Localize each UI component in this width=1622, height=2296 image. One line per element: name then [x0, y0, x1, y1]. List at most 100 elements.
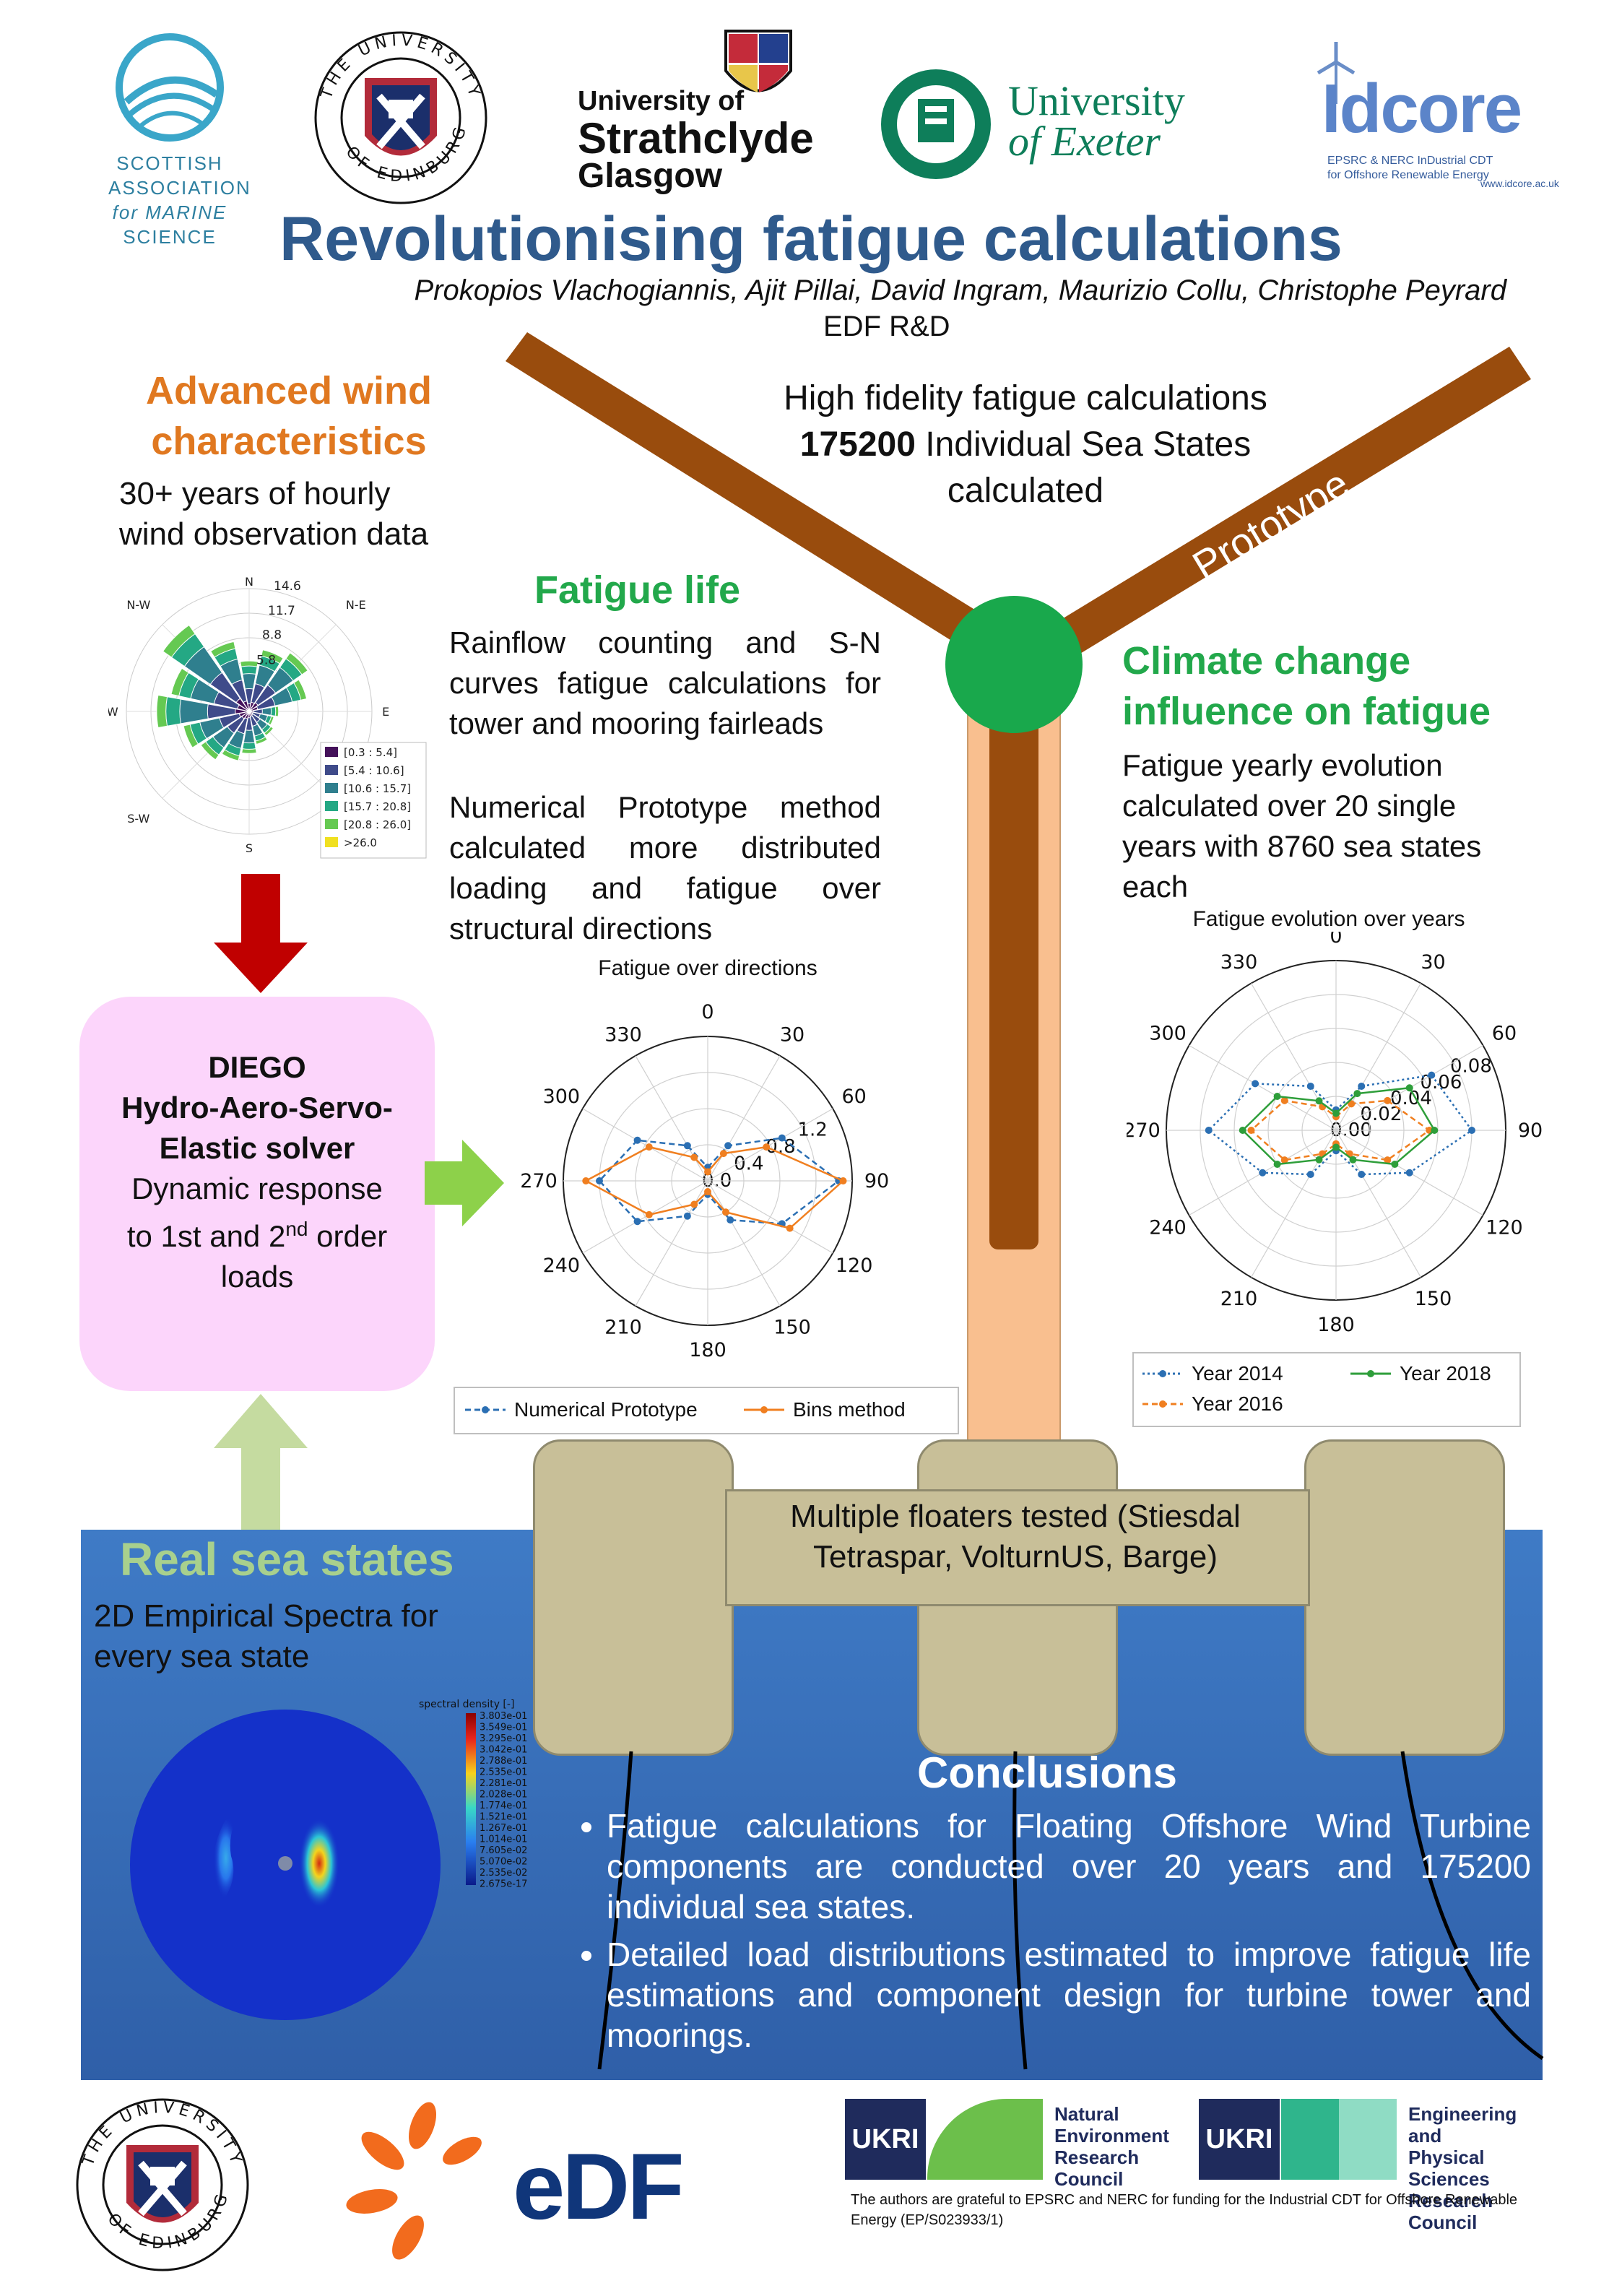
- polar-angle-label: 30: [1421, 951, 1445, 974]
- poster-title: Revolutionising fatigue calculations: [279, 204, 1343, 274]
- rose-legend-label: [5.4 : 10.6]: [344, 764, 404, 777]
- polar-angle-label: 60: [841, 1086, 866, 1108]
- diego-text: to 1st and 2nd order: [79, 1209, 435, 1257]
- polar-series-point: [719, 1150, 727, 1158]
- rose-legend-swatch: [325, 783, 338, 793]
- edinburgh-crest-icon: THE UNIVERSITY OF EDINBURGH: [64, 2081, 249, 2271]
- colorbar-tick: 1.014e-01: [480, 1834, 527, 1845]
- polar-series-point: [1239, 1127, 1246, 1134]
- polar-series-point: [1405, 1084, 1413, 1092]
- polar-series-point: [633, 1136, 641, 1144]
- nerc-text: Natural Environment Research Council: [1054, 2103, 1184, 2190]
- chart-title-directions: Fatigue over directions: [598, 956, 817, 980]
- rose-wedge: [243, 700, 250, 712]
- sams-line: for MARINE: [112, 202, 227, 223]
- spectrum-peak-primary: [299, 1819, 339, 1908]
- polar-angle-label: 30: [780, 1023, 805, 1046]
- polar-series-point: [1306, 1171, 1314, 1179]
- floaters-line: Multiple floaters tested (Stiesdal: [790, 1499, 1241, 1534]
- floater-crossbar: [725, 1489, 1310, 1606]
- floaters-text: Multiple floaters tested (Stiesdal Tetra…: [725, 1496, 1306, 1577]
- ukri-mark: UKRI: [845, 2099, 926, 2180]
- legend-swatch-blue: [1142, 1370, 1183, 1377]
- polar-angle-label: 90: [864, 1170, 889, 1192]
- colorbar-tick: 5.070e-02: [480, 1857, 527, 1868]
- floater-left: [533, 1439, 734, 1756]
- rose-direction-label: W: [108, 705, 118, 719]
- polar-series-point: [763, 1143, 771, 1151]
- rose-radial-tick: 14.6: [274, 579, 301, 594]
- diego-text-part: to 1st and 2: [126, 1219, 286, 1253]
- spectrum-center-dot: [278, 1856, 292, 1871]
- polar-angle-label: 0: [701, 1001, 714, 1023]
- polar-series-point: [1273, 1093, 1281, 1100]
- epsrc-line: Research Council: [1408, 2190, 1493, 2233]
- legend-item: Numerical Prototype: [465, 1398, 698, 1421]
- legend-swatch-green: [1350, 1370, 1391, 1377]
- sea-text-line: every sea state: [94, 1639, 310, 1674]
- center-line2: 175200 Individual Sea States: [729, 422, 1322, 468]
- idcore-sub: EPSRC & NERC InDustrial CDT: [1327, 155, 1493, 167]
- polar-series-point: [1247, 1127, 1255, 1134]
- polar-angle-label: 0: [1330, 932, 1342, 948]
- edf-flower-icon: [346, 2102, 482, 2260]
- legend-item: Bins method: [744, 1398, 906, 1421]
- polar-series-point: [1306, 1082, 1314, 1090]
- polar-radial-tick: 0.02: [1360, 1104, 1402, 1125]
- polar-grid-spoke: [1189, 1044, 1337, 1131]
- conclusion-item: Fatigue calculations for Floating Offsho…: [607, 1806, 1531, 1927]
- idcore-logo: Idcore EPSRC & NERC InDustrial CDT for O…: [1271, 40, 1560, 192]
- conclusions-title: Conclusions: [916, 1749, 1178, 1797]
- floaters-line: Tetraspar, VolturnUS, Barge): [812, 1539, 1218, 1574]
- wind-turbine-icon: [1317, 42, 1356, 104]
- rose-wedge: [235, 698, 250, 712]
- legend-label: Numerical Prototype: [514, 1398, 698, 1421]
- polar-series-point: [704, 1188, 711, 1195]
- rose-legend-swatch: [325, 765, 338, 775]
- polar-grid-spoke: [707, 1180, 833, 1254]
- strathclyde-line: Glasgow: [578, 157, 723, 195]
- polar-angle-label: 240: [1149, 1217, 1187, 1239]
- center-line1: High fidelity fatigue calculations: [784, 379, 1267, 417]
- funding-acknowledgement: The authors are grateful to EPSRC and NE…: [851, 2192, 1518, 2228]
- rose-wedge: [238, 711, 250, 718]
- polar-series-point: [1315, 1097, 1323, 1105]
- sams-line: SCIENCE: [123, 226, 217, 248]
- polar-grid-spoke: [582, 1180, 708, 1254]
- polar-series-point: [786, 1224, 794, 1232]
- colorbar-tick: 3.295e-01: [480, 1733, 527, 1744]
- polar-series-point: [582, 1177, 590, 1184]
- nerc-line: Natural: [1054, 2103, 1119, 2125]
- epsrc-block-icon: [1281, 2099, 1397, 2180]
- polar-angle-label: 150: [1415, 1288, 1452, 1310]
- polar-series-point: [1384, 1096, 1392, 1104]
- polar-angle-label: 270: [520, 1170, 558, 1192]
- rotor-arm-down: [989, 686, 1038, 1249]
- polar-series-point: [1332, 1143, 1340, 1151]
- epsrc-line: Engineering and: [1408, 2103, 1517, 2146]
- polar-series-point: [1315, 1156, 1323, 1164]
- polar-series-point: [1259, 1169, 1267, 1177]
- exeter-line: of Exeter: [1008, 118, 1161, 165]
- legend-swatch-orange: [744, 1406, 784, 1413]
- fatigue-life-p2: Numerical Prototype method calculated mo…: [449, 790, 881, 945]
- polar-series-point: [704, 1168, 711, 1176]
- rose-direction-label: S: [246, 841, 253, 855]
- strathclyde-crest-icon: [724, 30, 792, 92]
- rose-legend-box: [320, 742, 427, 859]
- colorbar-tick: 1.774e-01: [480, 1801, 527, 1811]
- nerc-leaf-icon: [927, 2099, 1043, 2180]
- exeter-logo: University of Exeter: [878, 66, 1210, 196]
- rose-direction-label: E: [382, 705, 389, 719]
- polar-series-point: [633, 1218, 641, 1226]
- polar-angle-label: 120: [836, 1255, 873, 1277]
- colorbar-tick: 7.605e-02: [480, 1845, 527, 1856]
- conclusion-item: Detailed load distributions estimated to…: [607, 1934, 1531, 2055]
- climate-text: Fatigue yearly evolution calculated over…: [1122, 748, 1482, 904]
- polar-grid-spoke: [582, 1108, 708, 1182]
- sams-line: ASSOCIATION: [108, 177, 251, 199]
- rose-wedge: [244, 688, 254, 712]
- edf-logo: eDF: [339, 2100, 744, 2266]
